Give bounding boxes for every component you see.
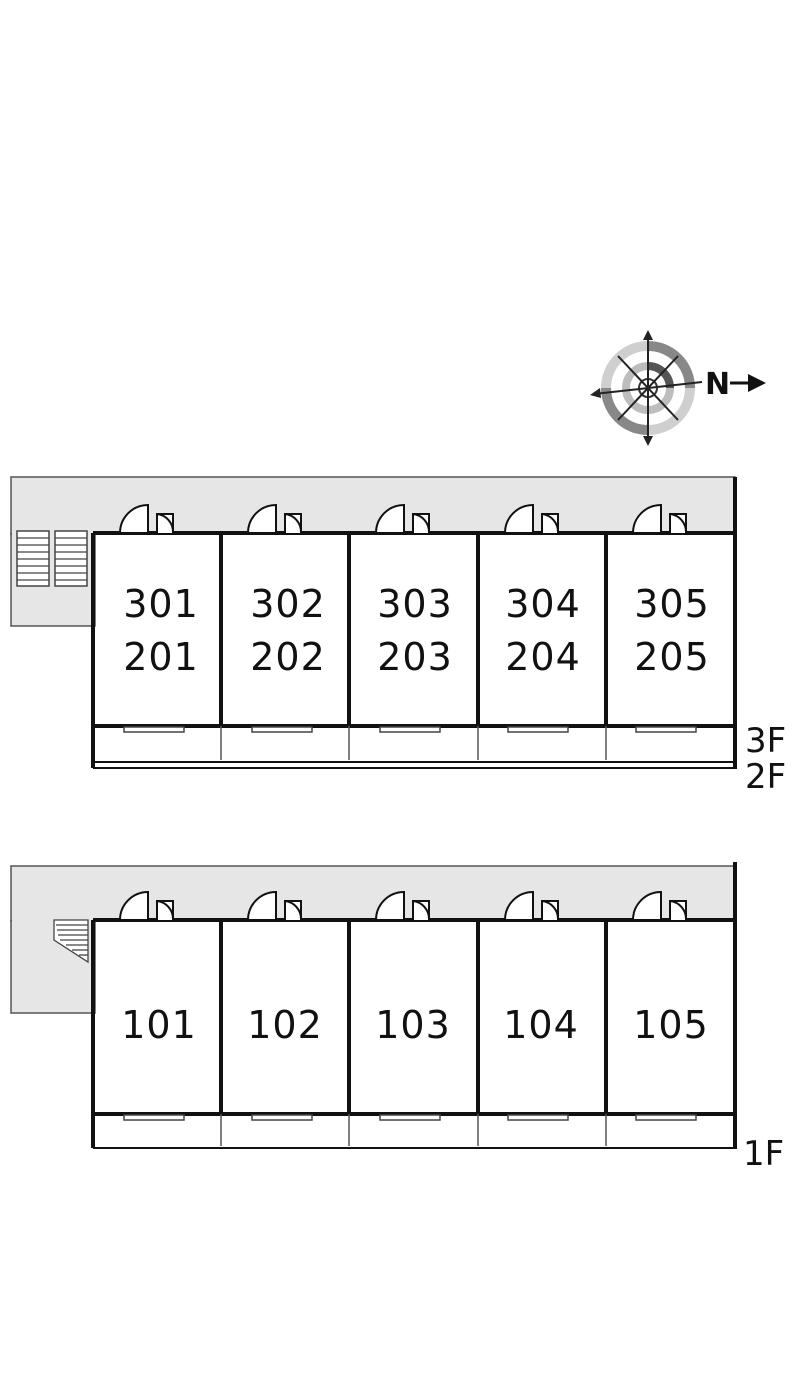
- unit-label-305: 305: [634, 582, 710, 626]
- upper-block: [10, 476, 737, 769]
- compass-icon: [590, 330, 766, 446]
- unit-label-103: 103: [375, 1003, 451, 1047]
- floor-label-2f: 2F: [745, 757, 787, 797]
- upper-corridor: [10, 476, 736, 535]
- door-icon: [118, 890, 688, 922]
- floor-label-1f: 1F: [743, 1134, 785, 1174]
- door-icon: [118, 503, 688, 535]
- unit-label-205: 205: [634, 635, 710, 679]
- floor-label-3f: 3F: [745, 721, 787, 761]
- stairs-icon: [53, 919, 89, 964]
- unit-label-304: 304: [505, 582, 581, 626]
- north-label: N: [705, 367, 731, 402]
- unit-label-202: 202: [250, 635, 326, 679]
- unit-label-204: 204: [505, 635, 581, 679]
- unit-label-102: 102: [247, 1003, 323, 1047]
- unit-label-101: 101: [121, 1003, 197, 1047]
- unit-label-105: 105: [633, 1003, 709, 1047]
- stairs-icon: [16, 530, 88, 587]
- unit-label-104: 104: [503, 1003, 579, 1047]
- lower-corridor: [10, 865, 736, 922]
- unit-label-301: 301: [123, 582, 199, 626]
- unit-label-302: 302: [250, 582, 326, 626]
- unit-label-303: 303: [377, 582, 453, 626]
- lower-block: [10, 862, 737, 1149]
- unit-label-201: 201: [123, 635, 199, 679]
- unit-label-203: 203: [377, 635, 453, 679]
